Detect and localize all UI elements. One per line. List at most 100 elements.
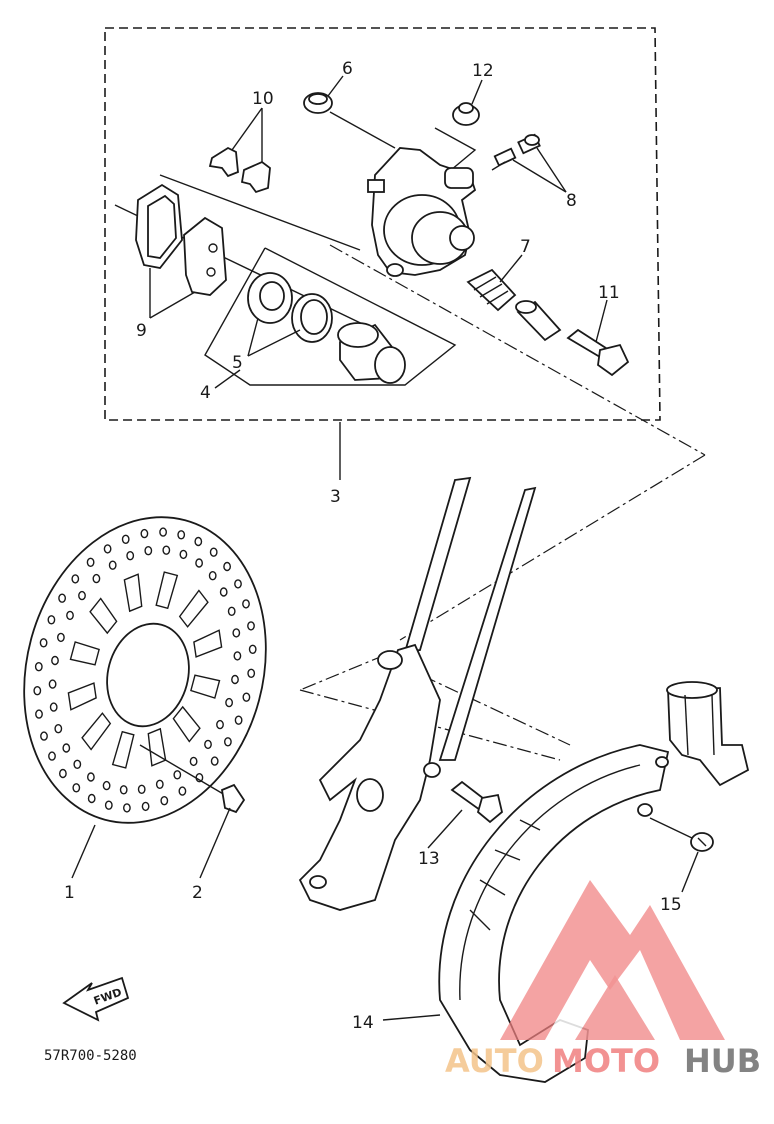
leader-5 bbox=[247, 329, 301, 357]
pin-bolt-part bbox=[566, 328, 630, 377]
disc-vent-hole bbox=[87, 793, 96, 804]
disc-vent-hole bbox=[242, 692, 251, 702]
bleed-screw-part bbox=[491, 133, 541, 171]
leader-7 bbox=[499, 254, 523, 283]
disc-vent-hole bbox=[233, 651, 242, 661]
disc-vent-hole bbox=[155, 779, 164, 789]
disc-spoke-slot bbox=[111, 730, 135, 769]
disc-vent-hole bbox=[33, 686, 42, 696]
disc-spoke-slot bbox=[172, 705, 201, 743]
disc-vent-hole bbox=[247, 621, 255, 631]
leader-15 bbox=[681, 851, 699, 893]
disc-vent-hole bbox=[232, 628, 241, 638]
leader-5b bbox=[247, 317, 259, 357]
automotohub-logo: AUTO MOTO HUB bbox=[445, 880, 761, 1080]
callout-8: 8 bbox=[566, 191, 577, 211]
nipple-frame bbox=[434, 127, 477, 176]
leader-2 bbox=[199, 807, 231, 879]
chain-line-upper bbox=[329, 244, 706, 456]
disc-vent-hole bbox=[159, 527, 168, 537]
svg-text:MOTO: MOTO bbox=[552, 1042, 660, 1080]
leader-13 bbox=[427, 809, 463, 849]
disc-vent-hole bbox=[223, 737, 232, 747]
disc-vent-hole bbox=[49, 702, 58, 712]
disc-spoke-slot bbox=[155, 571, 179, 610]
disc-vent-hole bbox=[160, 796, 169, 806]
disc-vent-hole bbox=[231, 674, 239, 685]
disc-vent-hole bbox=[137, 784, 146, 794]
leader-8b bbox=[536, 147, 567, 193]
callout-10: 10 bbox=[252, 89, 274, 109]
boot-part bbox=[303, 92, 396, 149]
leader-6 bbox=[327, 75, 344, 97]
pin-boot-part bbox=[466, 268, 562, 342]
disc-vent-hole bbox=[72, 783, 81, 793]
callout-14: 14 bbox=[352, 1013, 374, 1033]
disc-vent-hole bbox=[59, 768, 67, 779]
disc-vent-hole bbox=[225, 697, 234, 708]
disc-vent-hole bbox=[162, 545, 171, 555]
disc-vent-hole bbox=[194, 536, 203, 547]
disc-vent-hole bbox=[219, 587, 228, 597]
disc-spoke-slot bbox=[193, 629, 223, 658]
disc-spoke-slot bbox=[89, 597, 118, 635]
callout-3: 3 bbox=[330, 487, 341, 507]
disc-vent-hole bbox=[86, 557, 95, 567]
disc-spoke-slot bbox=[178, 589, 209, 628]
disc-vent-hole bbox=[189, 756, 198, 767]
callout-2: 2 bbox=[192, 883, 203, 903]
disc-vent-hole bbox=[216, 719, 224, 730]
piston-seal-frame bbox=[204, 247, 457, 386]
disc-vent-hole bbox=[223, 561, 232, 572]
callout-9: 9 bbox=[136, 321, 147, 341]
disc-spoke-slot bbox=[123, 573, 143, 613]
callout-6: 6 bbox=[342, 59, 353, 79]
disc-spoke-slot bbox=[147, 727, 167, 767]
diagram-code: 57R700-5280 bbox=[44, 1048, 137, 1064]
guard-screw-part bbox=[649, 817, 714, 852]
disc-vent-hole bbox=[204, 739, 212, 750]
disc-guard-part bbox=[438, 681, 750, 1083]
bleed-cap-part bbox=[452, 102, 480, 126]
leader-4 bbox=[214, 369, 241, 389]
disc-vent-hole bbox=[108, 560, 117, 570]
disc-vent-hole bbox=[242, 599, 250, 609]
piston-part bbox=[337, 322, 406, 384]
callout-13: 13 bbox=[418, 849, 440, 869]
disc-vent-hole bbox=[87, 772, 95, 782]
brake-pad-part bbox=[135, 183, 227, 319]
disc-vent-hole bbox=[39, 638, 48, 648]
disc-vent-hole bbox=[209, 547, 218, 557]
leader-8a bbox=[512, 159, 567, 193]
disc-vent-hole bbox=[48, 679, 57, 689]
disc-vent-hole bbox=[173, 770, 182, 780]
forward-arrow-icon: FWD bbox=[62, 976, 130, 1022]
disc-vent-hole bbox=[248, 644, 257, 654]
chain-line-left bbox=[299, 654, 386, 691]
disc-spoke-slot bbox=[81, 712, 112, 751]
svg-text:AUTO: AUTO bbox=[445, 1042, 544, 1080]
disc-vent-hole bbox=[177, 530, 186, 540]
disc-vent-hole bbox=[66, 610, 74, 621]
disc-vent-hole bbox=[54, 724, 63, 734]
disc-spoke-slot bbox=[190, 674, 221, 699]
disc-vent-hole bbox=[121, 534, 130, 544]
disc-vent-hole bbox=[57, 632, 65, 643]
disc-vent-hole bbox=[141, 801, 150, 812]
disc-vent-hole bbox=[51, 655, 59, 666]
pad-frame-line-2 bbox=[159, 174, 361, 251]
disc-vent-hole bbox=[234, 579, 242, 589]
disc-vent-hole bbox=[40, 731, 48, 741]
disc-spoke-slot bbox=[69, 641, 100, 666]
disc-vent-hole bbox=[178, 786, 187, 796]
pad-clip-part bbox=[208, 146, 271, 194]
disc-vent-hole bbox=[227, 606, 236, 616]
callout-12: 12 bbox=[472, 61, 494, 81]
disc-vent-hole bbox=[119, 785, 128, 795]
disc-vent-hole bbox=[247, 668, 256, 678]
chain-line-lower bbox=[399, 454, 706, 641]
disc-vent-hole bbox=[58, 593, 66, 603]
disc-vent-hole bbox=[103, 544, 112, 554]
caliper-bolt-part bbox=[450, 780, 504, 824]
